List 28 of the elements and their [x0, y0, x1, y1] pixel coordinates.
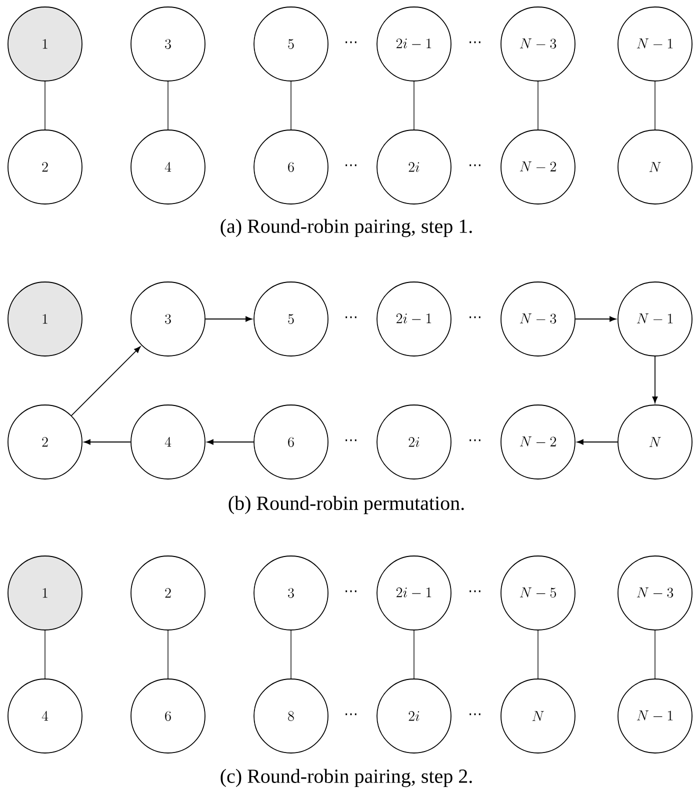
connector-line — [654, 630, 656, 679]
connector-line — [654, 81, 656, 130]
arrow — [205, 316, 252, 322]
ellipsis: ⋯ — [346, 590, 356, 592]
arrow — [575, 316, 616, 322]
ellipsis: ⋯ — [470, 713, 480, 716]
ellipsis: ⋯ — [346, 316, 356, 318]
ellipsis: ⋯ — [346, 41, 356, 44]
arrow — [84, 439, 131, 445]
ellipsis: ⋯ — [470, 164, 480, 166]
ellipsis: ⋯ — [346, 439, 356, 442]
connector-line — [290, 630, 292, 679]
connector-line — [290, 81, 292, 130]
connector-line — [44, 81, 46, 130]
ellipsis: ⋯ — [470, 439, 480, 442]
caption: (a) Round-robin pairing, step 1. — [220, 218, 472, 238]
caption: (c) Round-robin pairing, step 2. — [220, 768, 472, 788]
ellipsis: ⋯ — [470, 590, 480, 592]
arrow — [71, 346, 141, 416]
ellipsis: ⋯ — [346, 713, 356, 716]
arrow — [652, 356, 658, 404]
connector-line — [44, 630, 46, 679]
arrow — [206, 439, 254, 445]
ellipsis: ⋯ — [470, 316, 480, 318]
ellipsis: ⋯ — [346, 164, 356, 166]
arrow — [576, 439, 618, 445]
ellipsis: ⋯ — [470, 41, 480, 44]
caption: (b) Round-robin permutation. — [228, 496, 464, 514]
